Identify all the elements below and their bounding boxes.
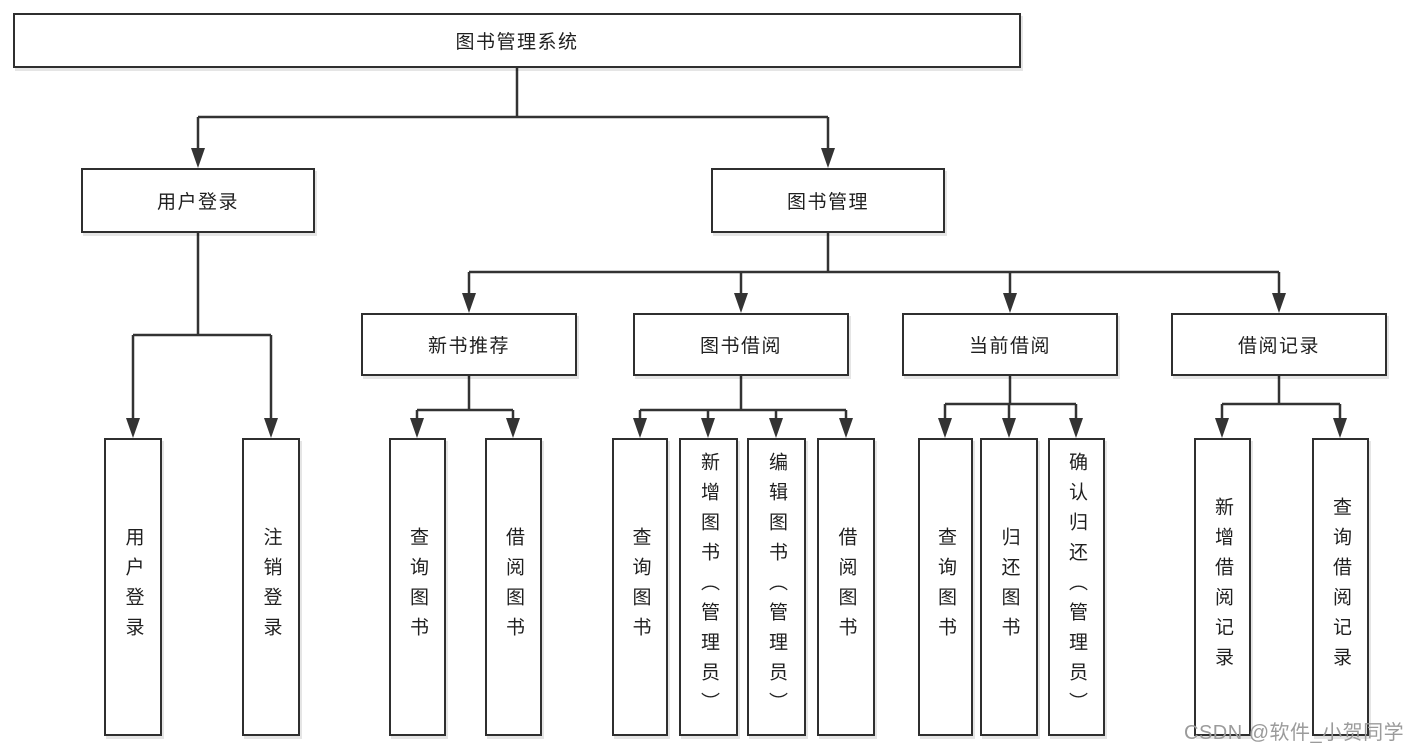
connector-current-borrowing-children	[938, 376, 1083, 438]
node-current-borrowing-label: 当前借阅	[968, 336, 1051, 357]
leaf-add-books-admin-label: 新增图书（管理员）	[698, 452, 719, 722]
leaf-user-login: 用户登录	[104, 438, 162, 736]
node-book-borrowing: 图书借阅	[633, 313, 849, 376]
node-user-login-label: 用户登录	[156, 192, 239, 213]
leaf-borrow-books-recommend: 借阅图书	[485, 438, 542, 736]
leaf-query-books-borrowing: 查询图书	[612, 438, 668, 736]
leaf-borrow-books-recommend-label: 借阅图书	[503, 527, 524, 647]
leaf-query-books-current-label: 查询图书	[935, 527, 956, 647]
arrowhead-icon	[633, 418, 647, 438]
leaf-query-borrow-record: 查询借阅记录	[1312, 438, 1369, 736]
arrowhead-icon	[1272, 293, 1286, 313]
connector-new-book-recommendation-children	[410, 376, 520, 438]
leaf-confirm-return-admin: 确认归还（管理员）	[1048, 438, 1105, 736]
node-book-management: 图书管理	[711, 168, 945, 233]
connector-user-login-children	[126, 233, 278, 438]
arrowhead-icon	[734, 293, 748, 313]
node-new-book-recommendation-label: 新书推荐	[427, 336, 510, 357]
leaf-query-books-recommend: 查询图书	[389, 438, 446, 736]
arrowhead-icon	[1003, 293, 1017, 313]
arrowhead-icon	[1069, 418, 1083, 438]
node-book-management-label: 图书管理	[786, 192, 869, 213]
leaf-borrow-books-borrowing-label: 借阅图书	[835, 527, 857, 647]
arrowhead-icon	[410, 418, 424, 438]
arrowhead-icon	[126, 418, 140, 438]
leaf-confirm-return-admin-label: 确认归还（管理员）	[1066, 452, 1087, 722]
connector-book-management-children	[462, 233, 1286, 313]
leaf-query-borrow-record-label: 查询借阅记录	[1330, 497, 1351, 677]
node-new-book-recommendation: 新书推荐	[361, 313, 577, 376]
leaf-return-books-label: 归还图书	[998, 527, 1020, 647]
leaf-return-books: 归还图书	[980, 438, 1038, 736]
arrowhead-icon	[264, 418, 278, 438]
arrowhead-icon	[1002, 418, 1016, 438]
leaf-logout: 注销登录	[242, 438, 300, 736]
arrowhead-icon	[701, 418, 715, 438]
node-current-borrowing: 当前借阅	[902, 313, 1118, 376]
arrowhead-icon	[191, 148, 205, 168]
connector-book-borrowing-children	[633, 376, 853, 438]
leaf-edit-books-admin: 编辑图书（管理员）	[747, 438, 806, 736]
connector-root-children	[191, 68, 835, 168]
arrowhead-icon	[821, 148, 835, 168]
arrowhead-icon	[1215, 418, 1229, 438]
leaf-edit-books-admin-label: 编辑图书（管理员）	[766, 452, 787, 722]
node-user-login: 用户登录	[81, 168, 315, 233]
node-root: 图书管理系统	[13, 13, 1021, 68]
leaf-query-books-borrowing-label: 查询图书	[629, 527, 651, 647]
arrowhead-icon	[1333, 418, 1347, 438]
node-borrowing-records: 借阅记录	[1171, 313, 1387, 376]
leaf-logout-label: 注销登录	[260, 527, 282, 647]
node-borrowing-records-label: 借阅记录	[1237, 336, 1320, 357]
arrowhead-icon	[769, 418, 783, 438]
node-book-borrowing-label: 图书借阅	[699, 336, 782, 357]
leaf-borrow-books-borrowing: 借阅图书	[817, 438, 875, 736]
connector-borrowing-records-children	[1215, 376, 1347, 438]
leaf-query-books-recommend-label: 查询图书	[407, 527, 428, 647]
leaf-query-books-current: 查询图书	[918, 438, 973, 736]
arrowhead-icon	[938, 418, 952, 438]
arrowhead-icon	[839, 418, 853, 438]
leaf-add-borrow-record: 新增借阅记录	[1194, 438, 1251, 736]
leaf-user-login-label: 用户登录	[122, 527, 144, 647]
csdn-watermark: CSDN @软件_小贺同学	[1184, 722, 1405, 744]
node-root-label: 图书管理系统	[455, 32, 579, 53]
arrowhead-icon	[462, 293, 476, 313]
leaf-add-borrow-record-label: 新增借阅记录	[1212, 497, 1233, 677]
arrowhead-icon	[506, 418, 520, 438]
leaf-add-books-admin: 新增图书（管理员）	[679, 438, 738, 736]
